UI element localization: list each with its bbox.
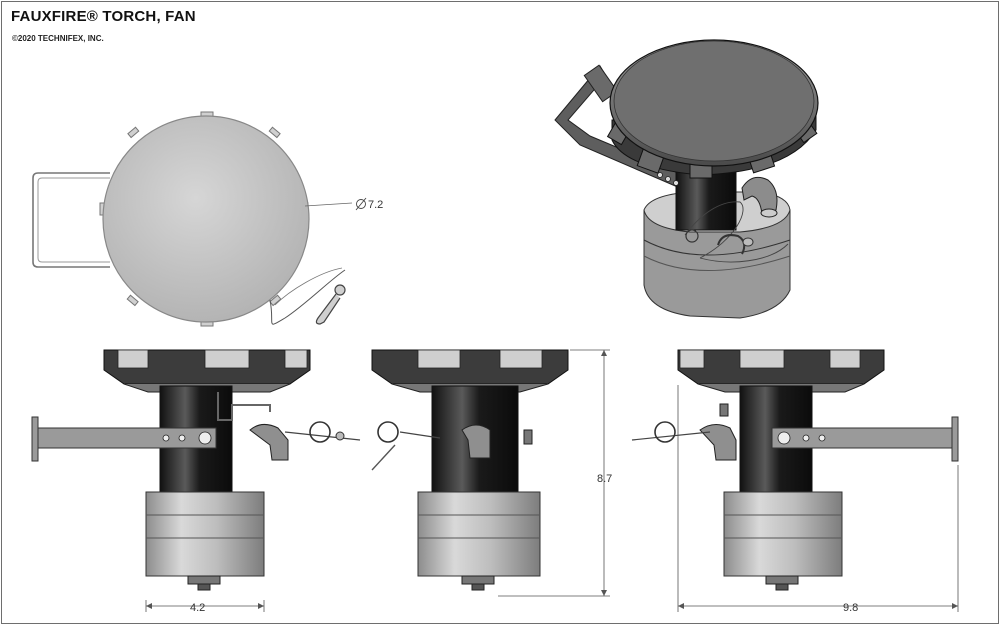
copyright-notice: ©2020 TECHNIFEX, INC. — [12, 34, 104, 43]
top-view: 7.2 — [32, 111, 383, 327]
overall-width-label: 9.8 — [843, 602, 858, 614]
diameter-dimension: 7.2 — [355, 197, 383, 211]
drawing-title: FAUXFIRE® TORCH, FAN — [11, 8, 196, 25]
isometric-view — [554, 39, 819, 319]
height-label: 8.7 — [597, 473, 612, 485]
center-elevation-view: 8.7 — [371, 349, 612, 597]
right-elevation-view: 9.8 — [631, 349, 959, 614]
base-width-label: 4.2 — [190, 602, 205, 614]
left-elevation-view: 4.2 — [31, 349, 361, 614]
diameter-label: 7.2 — [368, 199, 383, 211]
